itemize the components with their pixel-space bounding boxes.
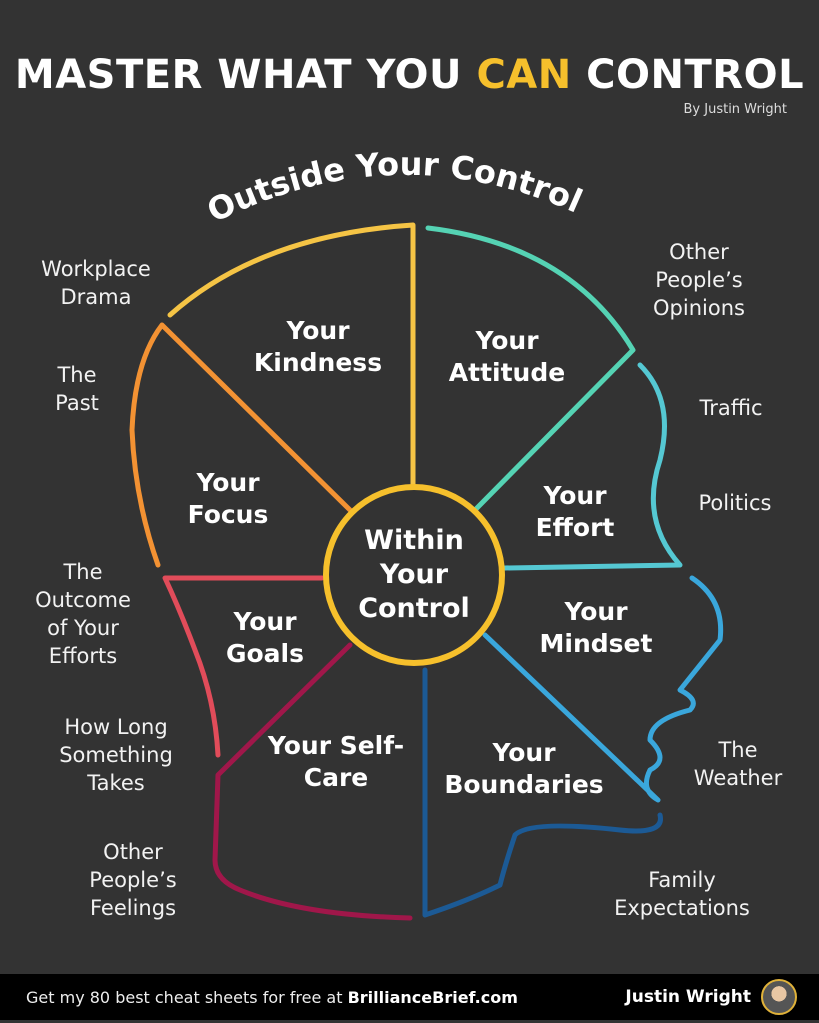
title-highlight: CAN bbox=[476, 52, 572, 98]
footer: Get my 80 best cheat sheets for free at … bbox=[0, 974, 819, 1020]
segment-mindset-outline bbox=[482, 575, 724, 803]
outside-family: Family Expectations bbox=[614, 868, 750, 920]
within-mindset: Your Mindset bbox=[539, 597, 653, 658]
promo-prefix: Get my 80 best cheat sheets for free at bbox=[26, 987, 348, 1007]
head-diagram: Outside Your Control bbox=[129, 145, 724, 921]
within-focus: Your Focus bbox=[187, 468, 269, 529]
center-circle bbox=[323, 484, 505, 666]
outside-heading-text: Outside Your Control bbox=[201, 145, 588, 230]
title-text-end: CONTROL bbox=[571, 52, 805, 98]
outside-politics: Politics bbox=[698, 491, 772, 515]
outside-traffic: Traffic bbox=[699, 396, 763, 420]
segment-effort-outline bbox=[502, 362, 683, 571]
within-boundaries: Your Boundaries bbox=[444, 738, 604, 799]
outside-the-past: The Past bbox=[55, 363, 99, 415]
within-goals: Your Goals bbox=[225, 607, 304, 668]
byline: By Justin Wright bbox=[683, 102, 788, 117]
center-text: Within Your Control bbox=[358, 525, 470, 624]
within-selfcare: Your Self-Care bbox=[267, 731, 405, 792]
outside-workplace-drama: Workplace Drama bbox=[41, 257, 151, 309]
outside-opinions: Other People’s Opinions bbox=[653, 240, 745, 320]
promo-link[interactable]: BrillianceBrief.com bbox=[347, 987, 518, 1007]
promo-text: Get my 80 best cheat sheets for free at … bbox=[26, 988, 518, 1007]
center-label: Within Your Control bbox=[354, 524, 474, 626]
segment-boundaries-outline bbox=[422, 667, 663, 918]
page-title: MASTER WHAT YOU CAN CONTROL bbox=[0, 52, 819, 98]
author-avatar bbox=[761, 979, 797, 1015]
footer-author: Justin Wright bbox=[625, 987, 751, 1007]
within-attitude: Your Attitude bbox=[448, 326, 566, 387]
title-text: MASTER WHAT YOU bbox=[14, 52, 477, 98]
segment-attitude-outline bbox=[425, 225, 636, 513]
within-effort: Your Effort bbox=[535, 481, 615, 542]
outside-how-long: How Long Something Takes bbox=[59, 715, 173, 795]
outside-heading: Outside Your Control bbox=[201, 145, 588, 230]
segment-focus-outline bbox=[129, 322, 353, 568]
segment-selfcare-outline bbox=[212, 642, 413, 921]
segment-goals-outline bbox=[162, 575, 325, 758]
outside-feelings: Other People’s Feelings bbox=[89, 840, 177, 920]
outside-weather: The Weather bbox=[693, 738, 783, 790]
within-kindness: Your Kindness bbox=[253, 316, 383, 377]
segment-kindness-outline bbox=[167, 222, 416, 493]
outside-outcome: The Outcome of Your Efforts bbox=[35, 560, 131, 668]
